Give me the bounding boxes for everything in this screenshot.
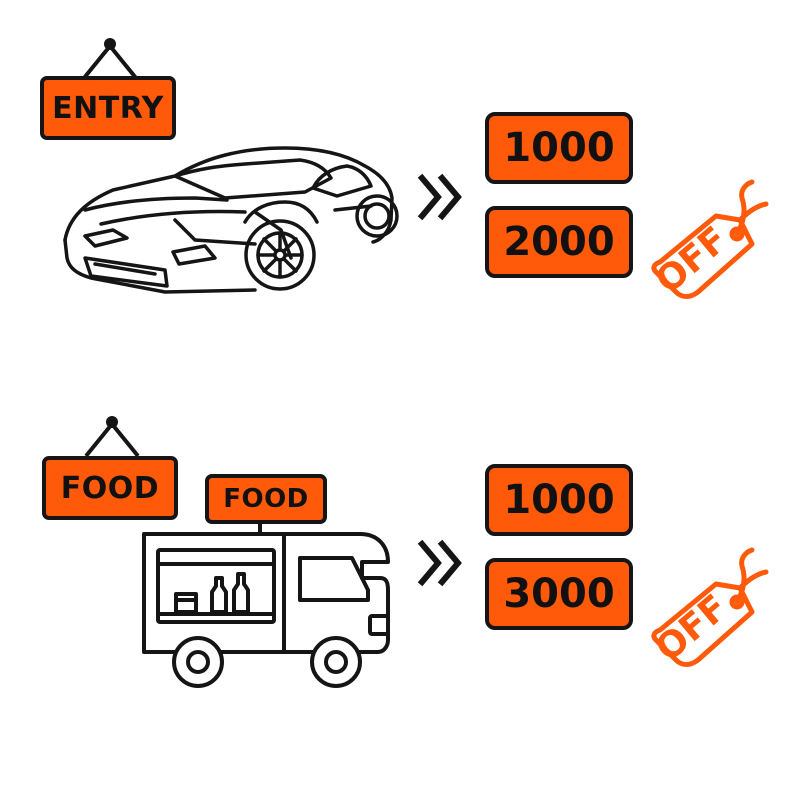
discount-tag-icon	[651, 547, 769, 667]
double-chevron-right-icon	[417, 539, 462, 587]
food-truck-rooftop-sign: FOOD	[205, 474, 327, 524]
price-box-discounted: 2000	[485, 206, 633, 278]
price-box-original: 1000	[485, 112, 633, 184]
double-chevron-right-icon	[417, 173, 462, 221]
entry-sign: ENTRY	[40, 76, 176, 140]
discount-tag-icon	[651, 179, 769, 299]
price-box-discounted: 3000	[485, 558, 633, 630]
sign-hanger-icon	[84, 416, 140, 458]
price-box-original: 1000	[485, 464, 633, 536]
food-sign: FOOD	[42, 456, 178, 520]
sign-hanger-icon	[82, 38, 138, 80]
sports-car-icon	[63, 146, 399, 294]
food-truck-icon	[142, 522, 390, 688]
